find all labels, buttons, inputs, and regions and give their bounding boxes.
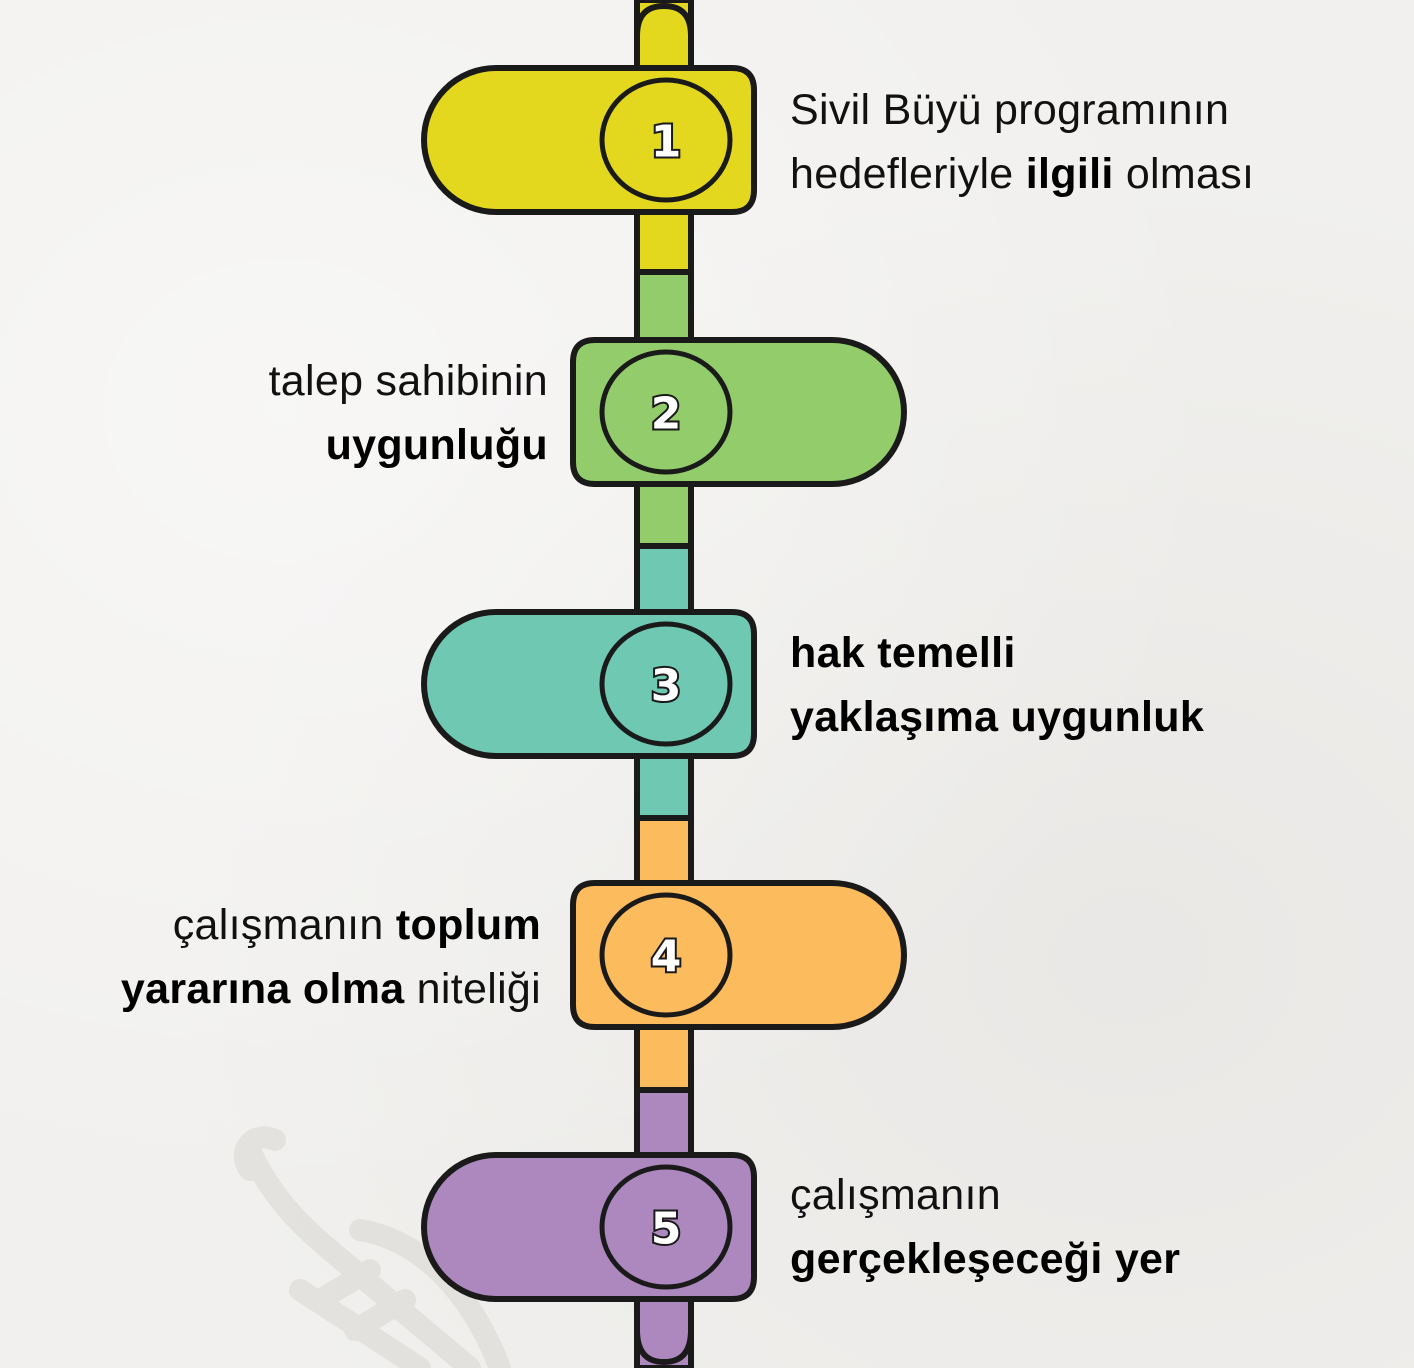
step-5-number-circle xyxy=(599,1164,733,1290)
step-1-label-line: hedefleriyle ilgili olması xyxy=(790,142,1254,206)
step-2-pill: 2 xyxy=(570,337,907,487)
step-3-number-circle xyxy=(599,621,733,747)
step-5-pill: 5 xyxy=(421,1152,757,1302)
bold-text: gerçekleşeceği yer xyxy=(790,1235,1181,1283)
spine-bottom-cap xyxy=(634,1300,694,1366)
step-2-label-line: talep sahibinin xyxy=(269,349,548,413)
step-5-pill-shape xyxy=(421,1152,757,1302)
step-3-label-line: hak temelli xyxy=(790,621,1204,685)
bold-text: yaklaşıma uygunluk xyxy=(790,693,1205,741)
step-3-number: 3 xyxy=(651,661,682,712)
step-1-number-circle xyxy=(599,77,733,203)
bold-text: uygunluğu xyxy=(325,421,548,469)
step-2-number-circle xyxy=(599,349,733,475)
step-3-pill: 3 xyxy=(421,609,757,759)
step-4-number: 4 xyxy=(651,932,682,983)
step-4-label-line: yararına olma niteliği xyxy=(121,957,541,1021)
step-4-pill: 4 xyxy=(570,880,907,1030)
step-1-number: 1 xyxy=(651,117,682,168)
step-pills: 1 2 3 4 5 xyxy=(421,65,907,1302)
step-5-label-line: gerçekleşeceği yer xyxy=(790,1227,1180,1291)
step-2-number: 2 xyxy=(651,389,682,440)
step-5-number: 5 xyxy=(651,1204,682,1255)
bee-icon xyxy=(233,1126,511,1368)
text: hedefleriyle xyxy=(790,150,1026,198)
step-4-pill-shape xyxy=(570,880,907,1030)
step-1-label: Sivil Büyü programının hedefleriyle ilgil… xyxy=(790,78,1254,206)
bold-text: toplum xyxy=(395,901,541,949)
bold-text: yararına olma xyxy=(120,965,405,1013)
bold-text: ilgili xyxy=(1025,150,1114,198)
step-1-pill: 1 xyxy=(421,65,757,215)
step-2-label-line: uygunluğu xyxy=(269,413,548,477)
step-4-label-line: çalışmanın toplum xyxy=(121,893,541,957)
step-3-pill-shape xyxy=(421,609,757,759)
step-4-number-circle xyxy=(599,892,733,1018)
step-1-label-line: Sivil Büyü programının xyxy=(790,78,1254,142)
text: olması xyxy=(1113,150,1255,198)
spine-top-cap xyxy=(634,2,694,60)
text: talep sahibinin xyxy=(268,357,548,405)
step-5-label-line: çalışmanın xyxy=(790,1163,1180,1227)
step-3-label-line: yaklaşıma uygunluk xyxy=(790,685,1204,749)
step-1-pill-shape xyxy=(421,65,757,215)
bold-text: hak temelli xyxy=(790,629,1016,677)
step-2-pill-shape xyxy=(570,337,907,487)
text: Sivil Büyü programının xyxy=(790,86,1230,134)
text: çalışmanın xyxy=(172,901,396,949)
text: niteliği xyxy=(404,965,541,1013)
step-5-label: çalışmanın gerçekleşeceği yer xyxy=(790,1163,1180,1291)
step-2-label: talep sahibinin uygunluğu xyxy=(269,349,548,477)
text: çalışmanın xyxy=(790,1171,1001,1219)
step-3-label: hak temelli yaklaşıma uygunluk xyxy=(790,621,1204,749)
